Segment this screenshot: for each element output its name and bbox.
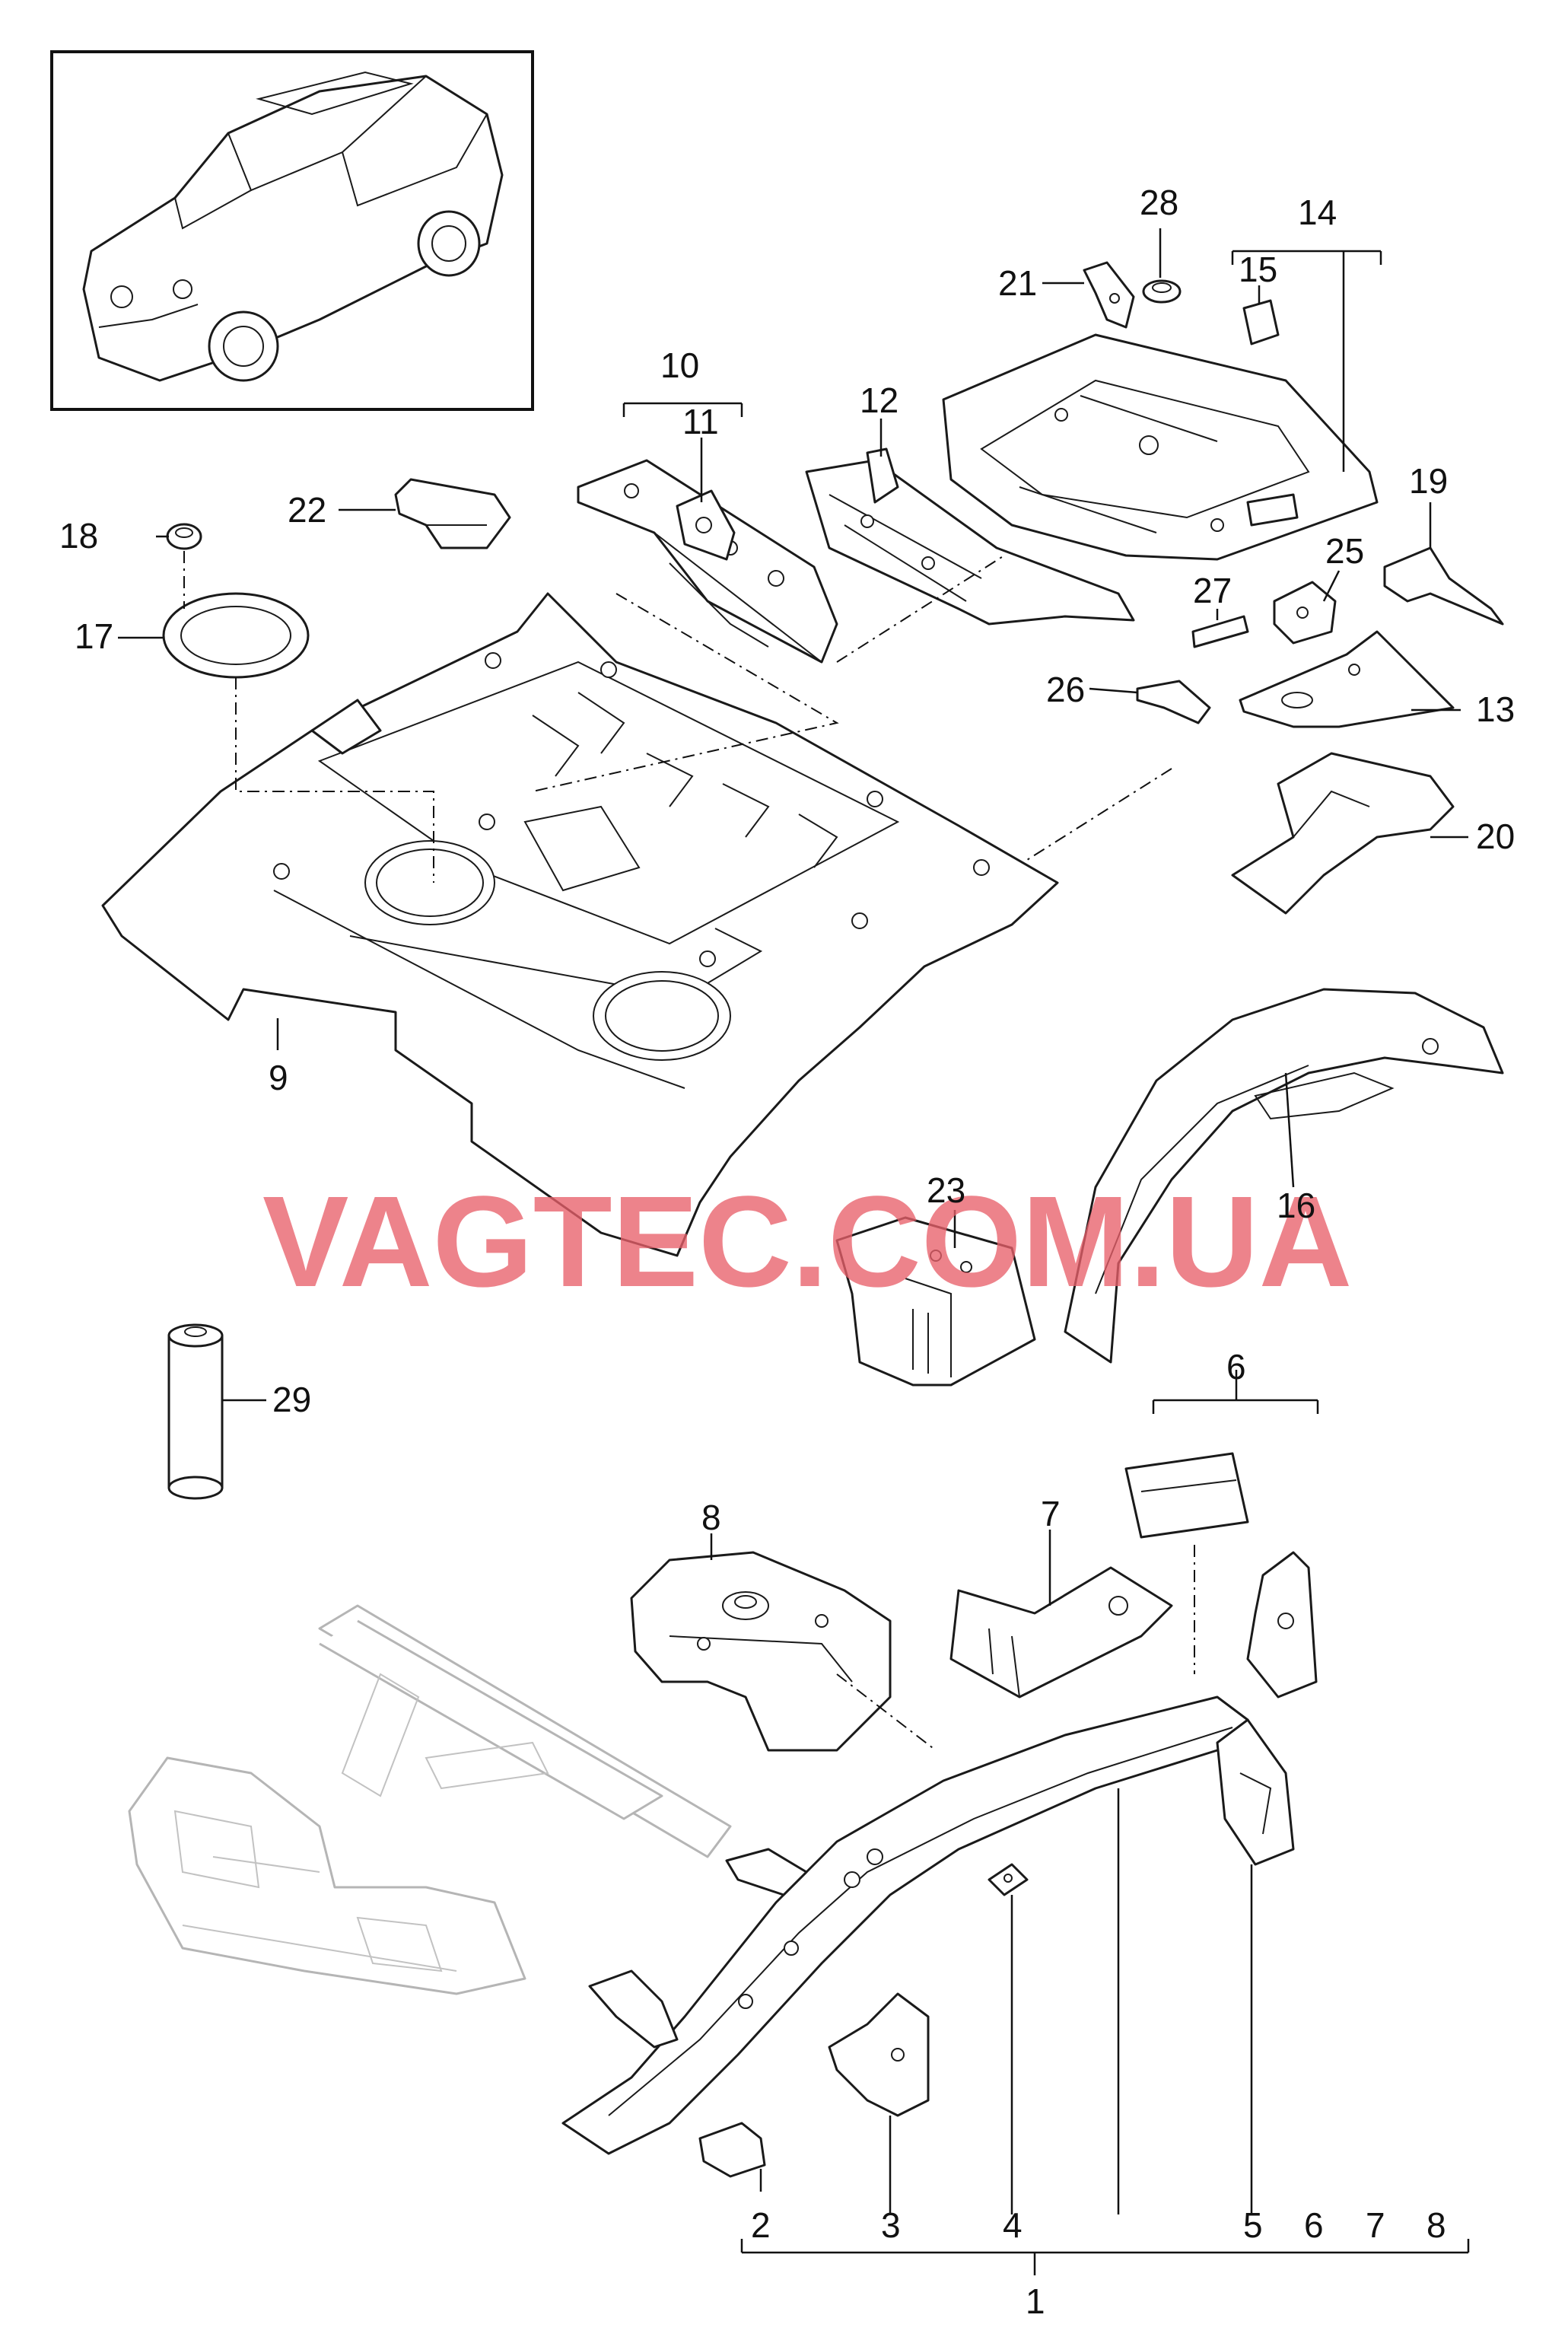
callout-14: 14: [1298, 193, 1337, 232]
callout-20: 20: [1476, 817, 1515, 856]
part-12-rear-panel: [805, 447, 1135, 626]
leader-lines: [118, 228, 1470, 2275]
callout-19: 19: [1409, 461, 1448, 501]
part-2-bracket: [698, 2122, 766, 2178]
callout-8-top: 8: [701, 1498, 721, 1537]
part-14-spare-wheel-well: [942, 333, 1379, 561]
part-8-shock-mount: [630, 1551, 892, 1752]
callout-1: 1: [1026, 2281, 1045, 2321]
part-1-bracket-left: [588, 1848, 808, 2049]
part-29-cylinder: [167, 1323, 224, 1500]
callout-4: 4: [1003, 2205, 1023, 2245]
callout-29: 29: [272, 1380, 311, 1419]
part-16-wheel-arch: [1064, 988, 1504, 1364]
callout-6-bottom: 6: [1304, 2205, 1324, 2245]
part-11-bracket: [676, 489, 736, 561]
part-5-bracket: [1216, 1718, 1295, 1866]
callout-17: 17: [75, 616, 113, 656]
part-17-ring: [162, 592, 310, 679]
part-6-bracket: [1246, 1551, 1318, 1699]
part-9-rear-floor-pan: [101, 592, 1059, 1257]
car-icon: [82, 71, 504, 382]
part-20-panel: [1231, 752, 1455, 915]
vehicle-thumbnail: [50, 50, 534, 411]
callout-7-bottom: 7: [1366, 2205, 1385, 2245]
callout-22: 22: [288, 490, 326, 530]
callout-15: 15: [1239, 250, 1277, 289]
callout-28: 28: [1140, 183, 1178, 222]
part-18-nut: [166, 523, 202, 550]
part-27-strip: [1191, 615, 1249, 648]
callout-2: 2: [751, 2205, 771, 2245]
callout-25: 25: [1325, 531, 1364, 571]
part-3-bracket: [828, 1992, 930, 2117]
callout-labels: 1 2 3 4 5 6 6 7 7 8 8 9 10 11 12 13 14 1…: [59, 183, 1515, 2321]
assembly-lines: [183, 551, 1195, 1751]
part-7-bracket: [949, 1566, 1173, 1699]
callout-3: 3: [881, 2205, 901, 2245]
callout-16: 16: [1277, 1186, 1315, 1225]
background-frame-illustration: [128, 1604, 732, 1995]
part-26-bracket: [1136, 680, 1211, 724]
callout-27: 27: [1193, 571, 1232, 610]
callout-8-bottom: 8: [1426, 2205, 1446, 2245]
callout-11: 11: [682, 402, 719, 441]
callout-6-top: 6: [1226, 1347, 1246, 1387]
part-6-channel: [1124, 1452, 1249, 1539]
callout-12: 12: [860, 380, 898, 420]
part-21-bracket: [1083, 261, 1135, 329]
part-15-small-pad: [1242, 299, 1280, 345]
callout-10: 10: [660, 345, 699, 385]
part-10-crossmember: [577, 459, 838, 664]
callout-9: 9: [269, 1058, 288, 1097]
callout-23: 23: [927, 1170, 965, 1210]
watermark: VAGTEC.COM.UA: [262, 1170, 1352, 1314]
part-4-washer: [988, 1863, 1029, 1896]
part-23-bracket: [835, 1216, 1036, 1387]
part-22-bracket: [394, 478, 511, 549]
callout-18: 18: [59, 516, 98, 556]
callout-21: 21: [998, 263, 1037, 303]
callout-5: 5: [1243, 2205, 1263, 2245]
callout-26: 26: [1046, 670, 1085, 709]
callout-13: 13: [1476, 689, 1515, 729]
part-19-bracket: [1383, 546, 1504, 626]
part-13-panel: [1239, 630, 1455, 728]
part-28-grommet: [1142, 279, 1182, 304]
callout-7-top: 7: [1041, 1494, 1061, 1533]
part-25-bracket: [1273, 581, 1337, 645]
